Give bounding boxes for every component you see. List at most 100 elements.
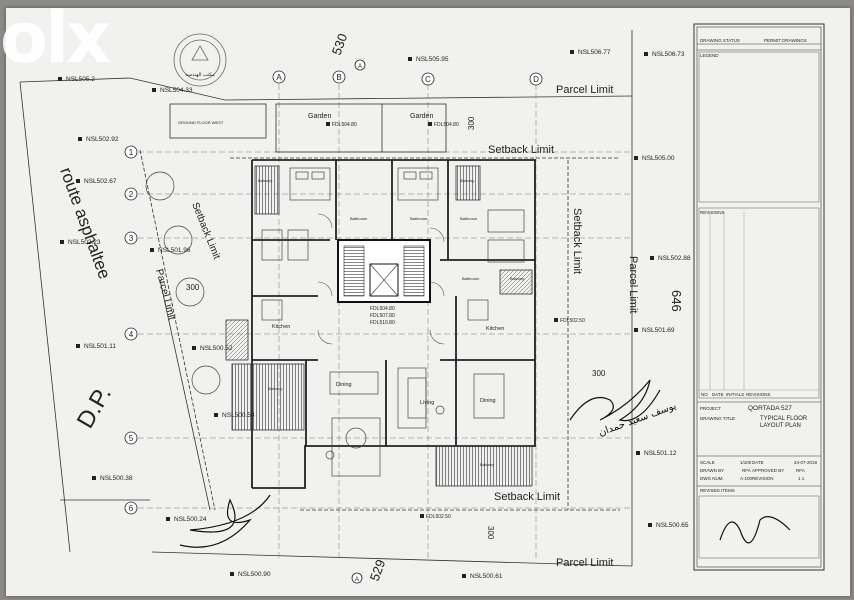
scale-value: 1/100: [740, 460, 752, 465]
balcony-label: Balcony: [268, 386, 282, 391]
scale-label: SCALE: [700, 460, 715, 465]
date-label: DATE: [752, 460, 764, 465]
level-nsl: NSL505.95: [416, 56, 449, 63]
setback-limit-right: Setback Limit: [571, 208, 583, 274]
grid-letter: C: [425, 75, 431, 84]
grid-number: 6: [129, 504, 134, 513]
grid-letter: D: [533, 75, 539, 84]
balcony-label: Balcony: [510, 276, 524, 281]
drawn-by-value: RFA: [742, 468, 751, 473]
parcel-limit-bottom: Parcel Limit: [556, 557, 613, 569]
revised-items-label: REVISED ITEMS: [700, 488, 735, 493]
project-label: PROJECT: [700, 406, 721, 411]
stair-core: [337, 239, 431, 303]
garden-label: Garden: [308, 113, 331, 120]
drawing-title-label: DRAWING TITLE: [700, 416, 735, 421]
level-nsl: NSL501.11: [84, 343, 116, 350]
balcony-label: Balcony: [460, 178, 474, 183]
bathroom-label: Bathroom: [350, 216, 368, 221]
grid-number: 2: [129, 190, 134, 199]
level-fdl: FDL502.50: [560, 318, 585, 324]
parcel-limit-top: Parcel Limit: [556, 84, 613, 96]
bathroom-label: Bathroom: [460, 216, 478, 221]
dimension-529: 529: [367, 558, 389, 584]
dimension-300: 300: [486, 526, 495, 540]
dining-label: Dining: [336, 382, 352, 388]
grid-letter: A: [355, 577, 359, 583]
rev-col: DATE: [712, 392, 724, 397]
level-nsl: NSL502.92: [86, 136, 119, 143]
dp-label: D.P.: [72, 382, 117, 433]
grid-letter: B: [336, 73, 341, 82]
balcony-label: Balcony: [480, 462, 494, 467]
date-value: 24-07-2018: [794, 460, 818, 465]
grid-number: 4: [129, 330, 134, 339]
setback-limit-left: Setback Limit: [189, 201, 222, 261]
garden-area: [169, 103, 447, 153]
stamp-text: مكتب الهندسة: [185, 72, 215, 78]
level-nsl: NSL506.77: [578, 49, 611, 56]
approved-by-value: RFA: [796, 468, 805, 473]
dimension-300: 300: [186, 283, 200, 292]
level-nsl: NSL506.73: [652, 51, 685, 58]
drawing-title-value2: LAYOUT PLAN: [760, 423, 801, 429]
furniture: [261, 167, 525, 477]
level-nsl: NSL501.96: [158, 247, 191, 254]
parcel-lines: [19, 30, 633, 567]
trees: [145, 171, 221, 395]
level-nsl: NSL502.67: [84, 178, 117, 185]
balcony-label: Balcony: [258, 178, 272, 183]
level-fdl: FDL502.50: [426, 514, 451, 520]
parcel-limit-right: Parcel Limit: [627, 256, 639, 313]
olx-watermark: olx: [0, 0, 111, 79]
kitchen-label: Kitchen: [486, 326, 504, 332]
drawn-by-label: DRAWN BY: [700, 468, 724, 473]
garden-label: Garden: [410, 113, 433, 120]
setback-limit-bottom: Setback Limit: [494, 491, 560, 503]
level-nsl: NSL502.23: [68, 239, 101, 246]
dwg-num-label: DWG NUM.: [700, 476, 724, 481]
drawing-title-value: TYPICAL FLOOR: [760, 416, 808, 422]
level-nsl: NSL500.38: [100, 475, 133, 482]
grid-number: 5: [129, 434, 134, 443]
grid-bubble-labels: A B C D 1 2 3 4 5 6 A A: [129, 64, 539, 583]
level-fl: FDL504.80: [370, 306, 395, 312]
level-nsl: NSL501.12: [644, 450, 677, 457]
building-outline: [251, 159, 536, 489]
bathroom-label: Bathroom: [462, 276, 480, 281]
legend-label: LEGEND: [700, 53, 719, 58]
balconies: [225, 165, 533, 487]
level-markers: NSL505.95 NSL506.77 NSL506.73 NSL505.2 N…: [58, 49, 691, 580]
grid-bubbles: [124, 59, 543, 584]
dwg-num-value: A-100: [740, 476, 753, 481]
room-labels: Garden Garden GROUND FLOOR WEST Kitchen …: [178, 113, 524, 467]
level-nsl: NSL500.54: [222, 412, 255, 419]
level-nsl: NSL502.88: [658, 255, 691, 262]
parcel-limit-left: Parcel Limit: [153, 268, 177, 322]
project-value: QORTADA 527: [748, 405, 792, 412]
setback-limit-top: Setback Limit: [488, 144, 554, 156]
grid-number: 3: [129, 234, 134, 243]
level-nsl: NSL500.52: [200, 345, 233, 352]
level-nsl: NSL501.69: [642, 327, 675, 334]
bathroom-label: Bathroom: [410, 216, 428, 221]
rev-col: REVISIONS: [746, 392, 771, 397]
grid-lines: [138, 84, 630, 560]
ground-floor-west-label: GROUND FLOOR WEST: [178, 120, 224, 125]
level-nsl: NSL500.90: [238, 571, 271, 578]
grid-letter: A: [358, 64, 362, 70]
level-fdl: FDL504.80: [332, 122, 357, 128]
level-nsl: NSL504.33: [160, 87, 193, 94]
dimension-300: 300: [467, 116, 476, 130]
rev-col: NO: [701, 392, 708, 397]
approved-by-label: APPROVED BY: [752, 468, 784, 473]
door-swings: [317, 213, 445, 345]
dimension-530: 530: [329, 32, 351, 58]
grid-number: 1: [129, 148, 134, 157]
grid-letter: A: [276, 73, 282, 82]
revision-label: REVISION: [752, 476, 774, 481]
level-nsl: NSL500.61: [470, 573, 503, 580]
revision-value: 1 1: [798, 476, 805, 481]
